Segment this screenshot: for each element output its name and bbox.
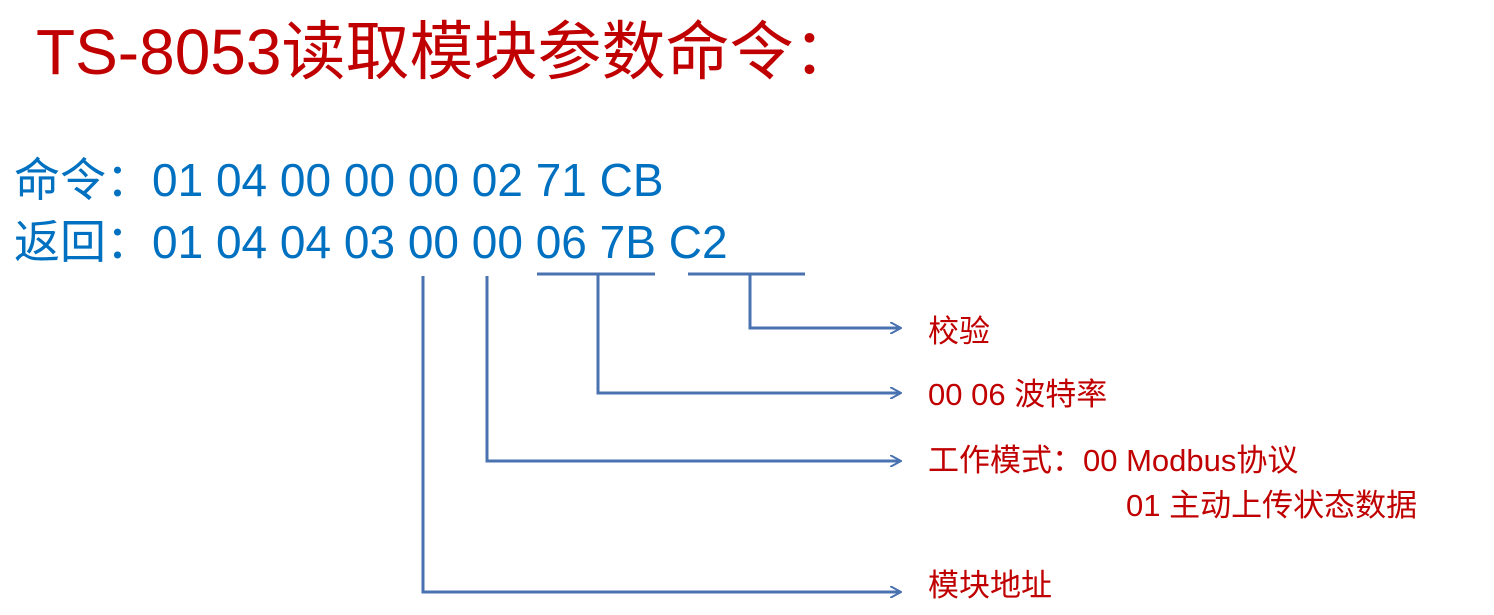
return-byte: 00 (471, 216, 523, 268)
command-byte: 71 (535, 154, 587, 206)
checksum-annotation: 校验 (928, 314, 990, 349)
return-byte: 04 (215, 216, 268, 268)
checksum-bracket (688, 272, 900, 328)
command-line: 命令：01 04 00 00 00 02 71 CB (14, 152, 664, 208)
return-line: 返回：01 04 04 03 00 00 06 7B C2 (14, 214, 728, 270)
return-byte: 7B (599, 216, 656, 268)
command-byte: 00 (279, 154, 332, 206)
return-byte: 06 (535, 216, 587, 268)
work-mode-annotation: 工作模式：00 Modbus协议 (928, 443, 1299, 478)
baud-rate-bracket (537, 272, 900, 393)
command-byte: 00 (407, 154, 459, 206)
work-mode-annotation-line2: 01 主动上传状态数据 (1126, 488, 1418, 523)
command-byte: 04 (215, 154, 268, 206)
return-byte: C2 (668, 216, 728, 268)
return-byte: 04 (279, 216, 332, 268)
command-byte: 01 (152, 154, 204, 206)
return-byte: 01 (152, 216, 204, 268)
module-address-connector (421, 276, 900, 592)
command-byte: CB (599, 154, 664, 206)
command-byte: 00 (343, 154, 396, 206)
return-byte: 03 (343, 216, 396, 268)
module-address-annotation: 模块地址 (928, 568, 1052, 603)
page-title: TS-8053读取模块参数命令： (36, 16, 858, 88)
baud-rate-annotation: 00 06 波特率 (928, 377, 1108, 412)
command-byte: 02 (471, 154, 523, 206)
work-mode-connector (485, 276, 900, 461)
command-label: 命令： (14, 154, 152, 206)
return-label: 返回： (14, 216, 152, 268)
return-byte: 00 (407, 216, 459, 268)
